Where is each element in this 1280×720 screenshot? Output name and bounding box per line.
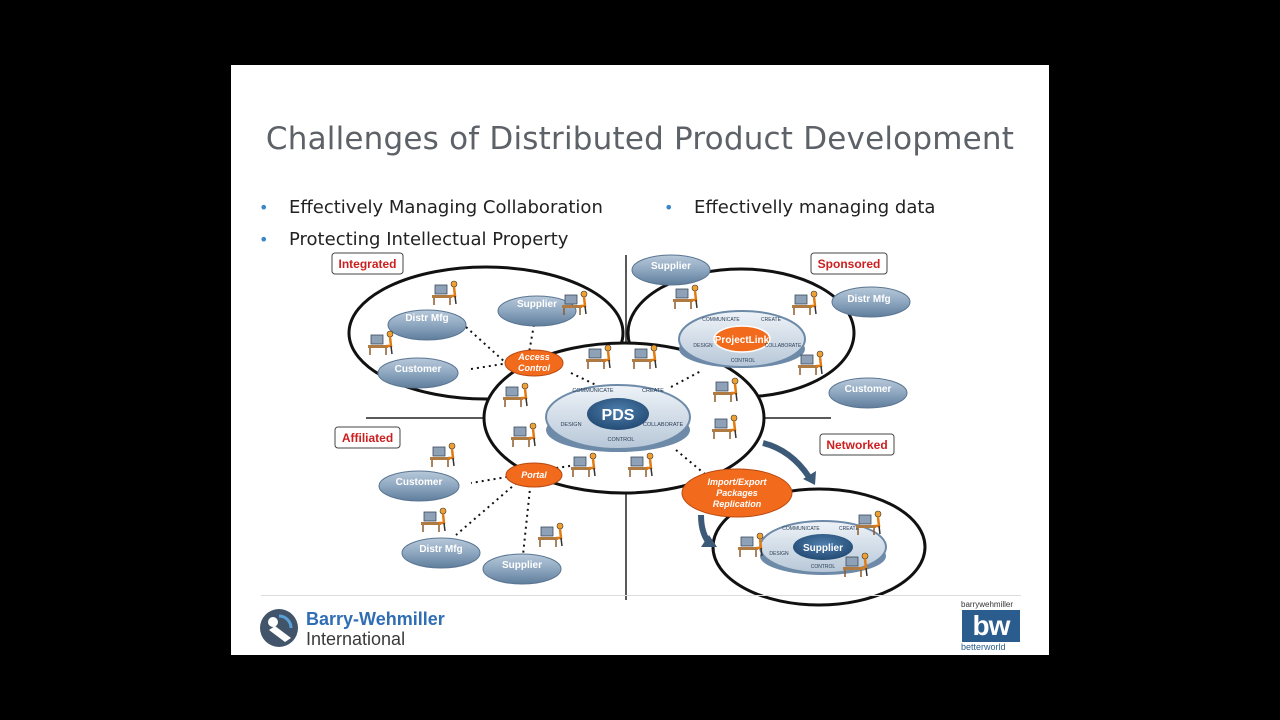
user-workstation-icon [421, 507, 447, 532]
user-workstation-icon [368, 330, 394, 355]
node-text: Supplier [651, 261, 691, 272]
node-text: Distr Mfg [419, 544, 462, 555]
user-workstation-icon [792, 290, 818, 315]
user-workstation-icon [430, 442, 456, 467]
user-workstation-icon [511, 422, 537, 447]
connector-portal: Portal [505, 462, 563, 488]
distribution-diagram: Integrated Sponsored Affiliated Networke… [331, 252, 927, 607]
node-text: Customer [396, 477, 443, 488]
node-integrated-distr: Distr Mfg [387, 309, 467, 341]
slide-title: Challenges of Distributed Product Develo… [265, 121, 1015, 157]
ring-word: CONTROL [731, 358, 756, 364]
ring-word: CONTROL [608, 437, 635, 443]
node-text: Distr Mfg [405, 313, 448, 324]
label-integrated: Integrated [331, 252, 404, 275]
pds-hub-label: PDS [602, 407, 635, 424]
user-workstation-icon [673, 284, 699, 309]
user-workstation-icon [538, 522, 564, 547]
ring-word: COMMUNICATE [572, 388, 613, 394]
connector-access-control: Access Control [504, 349, 564, 377]
bullet-ip: • Protecting Intellectual Property [259, 229, 569, 250]
label-integrated-text: Integrated [338, 257, 396, 271]
bullet-collaboration: • Effectively Managing Collaboration [259, 197, 603, 218]
ring-word: DESIGN [560, 422, 581, 428]
node-text: Customer [845, 384, 892, 395]
bw-logo-bottom-text: betterworld [961, 642, 1006, 652]
node-integrated-customer: Customer [377, 357, 459, 389]
node-sponsored-distr: Distr Mfg [831, 286, 911, 318]
label-affiliated-text: Affiliated [342, 431, 393, 445]
ring-word: CONTROL [811, 564, 836, 570]
node-text: Supplier [502, 560, 542, 571]
node-affiliated-supplier: Supplier [482, 553, 562, 585]
user-workstation-icon [628, 452, 654, 477]
node-text: Distr Mfg [847, 294, 890, 305]
bullet-text: Protecting Intellectual Property [289, 229, 569, 250]
user-workstation-icon [798, 350, 824, 375]
ring-word: CREATE [839, 526, 860, 532]
bw-logo-letters: bw [962, 610, 1020, 642]
node-text: Customer [395, 364, 442, 375]
user-workstation-icon [713, 377, 739, 402]
bullet-data: • Effectivelly managing data [664, 197, 936, 218]
connector-text: Portal [521, 470, 547, 480]
user-workstation-icon [632, 344, 658, 369]
company-name: Barry-Wehmiller International [306, 609, 445, 649]
connector-text: Access [517, 352, 550, 362]
slide: Challenges of Distributed Product Develo… [231, 65, 1049, 655]
bullet-text: Effectively Managing Collaboration [289, 197, 603, 218]
ring-word: DESIGN [769, 551, 789, 557]
projectlink-hub: ProjectLink COMMUNICATE CREATE COLLABORA… [678, 310, 806, 368]
connector-text: Replication [713, 499, 762, 509]
user-workstations [368, 280, 882, 577]
bullet-dot-icon: • [259, 230, 269, 249]
barry-wehmiller-logo-icon [260, 609, 298, 647]
label-affiliated: Affiliated [334, 426, 401, 449]
ring-word: COMMUNICATE [782, 526, 820, 532]
footer-rule [261, 595, 1021, 596]
connector-text: Control [518, 363, 550, 373]
ring-word: CREATE [761, 317, 782, 323]
user-workstation-icon [712, 414, 738, 439]
user-workstation-icon [843, 552, 869, 577]
connector-text: Packages [716, 488, 758, 498]
bw-logo: barrywehmiller bw betterworld [961, 600, 1023, 652]
company-name-line1: Barry-Wehmiller [306, 609, 445, 629]
label-networked-text: Networked [826, 438, 887, 452]
bw-logo-top-text: barrywehmiller [961, 600, 1014, 609]
bullet-dot-icon: • [664, 198, 674, 217]
user-workstation-icon [562, 290, 588, 315]
pds-hub: PDS COMMUNICATE CREATE COLLABORATE CONTR… [545, 384, 691, 452]
bullet-text: Effectivelly managing data [694, 197, 936, 218]
bullet-dot-icon: • [259, 198, 269, 217]
user-workstation-icon [738, 532, 764, 557]
connector-text: Import/Export [707, 477, 767, 487]
projectlink-hub-label: ProjectLink [715, 335, 770, 346]
user-workstation-icon [571, 452, 597, 477]
integrated-region [347, 265, 625, 401]
label-networked: Networked [819, 433, 895, 456]
node-sponsored-customer: Customer [828, 377, 908, 409]
ring-word: COLLABORATE [765, 343, 802, 349]
ring-word: CREATE [642, 388, 664, 394]
user-workstation-icon [586, 344, 612, 369]
node-affiliated-distr: Distr Mfg [401, 537, 481, 569]
supplier-hub-label: Supplier [803, 543, 843, 554]
node-affiliated-customer: Customer [378, 470, 460, 502]
node-integrated-supplier: Supplier [497, 295, 577, 327]
connector-import-export: Import/Export Packages Replication [681, 468, 793, 518]
ring-word: COMMUNICATE [702, 317, 740, 323]
ring-word: DESIGN [693, 343, 713, 349]
label-sponsored-text: Sponsored [818, 257, 881, 271]
node-text: Supplier [517, 299, 557, 310]
user-workstation-icon [856, 510, 882, 535]
ring-word: COLLABORATE [643, 422, 684, 428]
user-workstation-icon [432, 280, 458, 305]
company-name-line2: International [306, 629, 406, 649]
node-sponsored-supplier: Supplier [631, 254, 711, 286]
user-workstation-icon [503, 382, 529, 407]
label-sponsored: Sponsored [810, 252, 888, 275]
